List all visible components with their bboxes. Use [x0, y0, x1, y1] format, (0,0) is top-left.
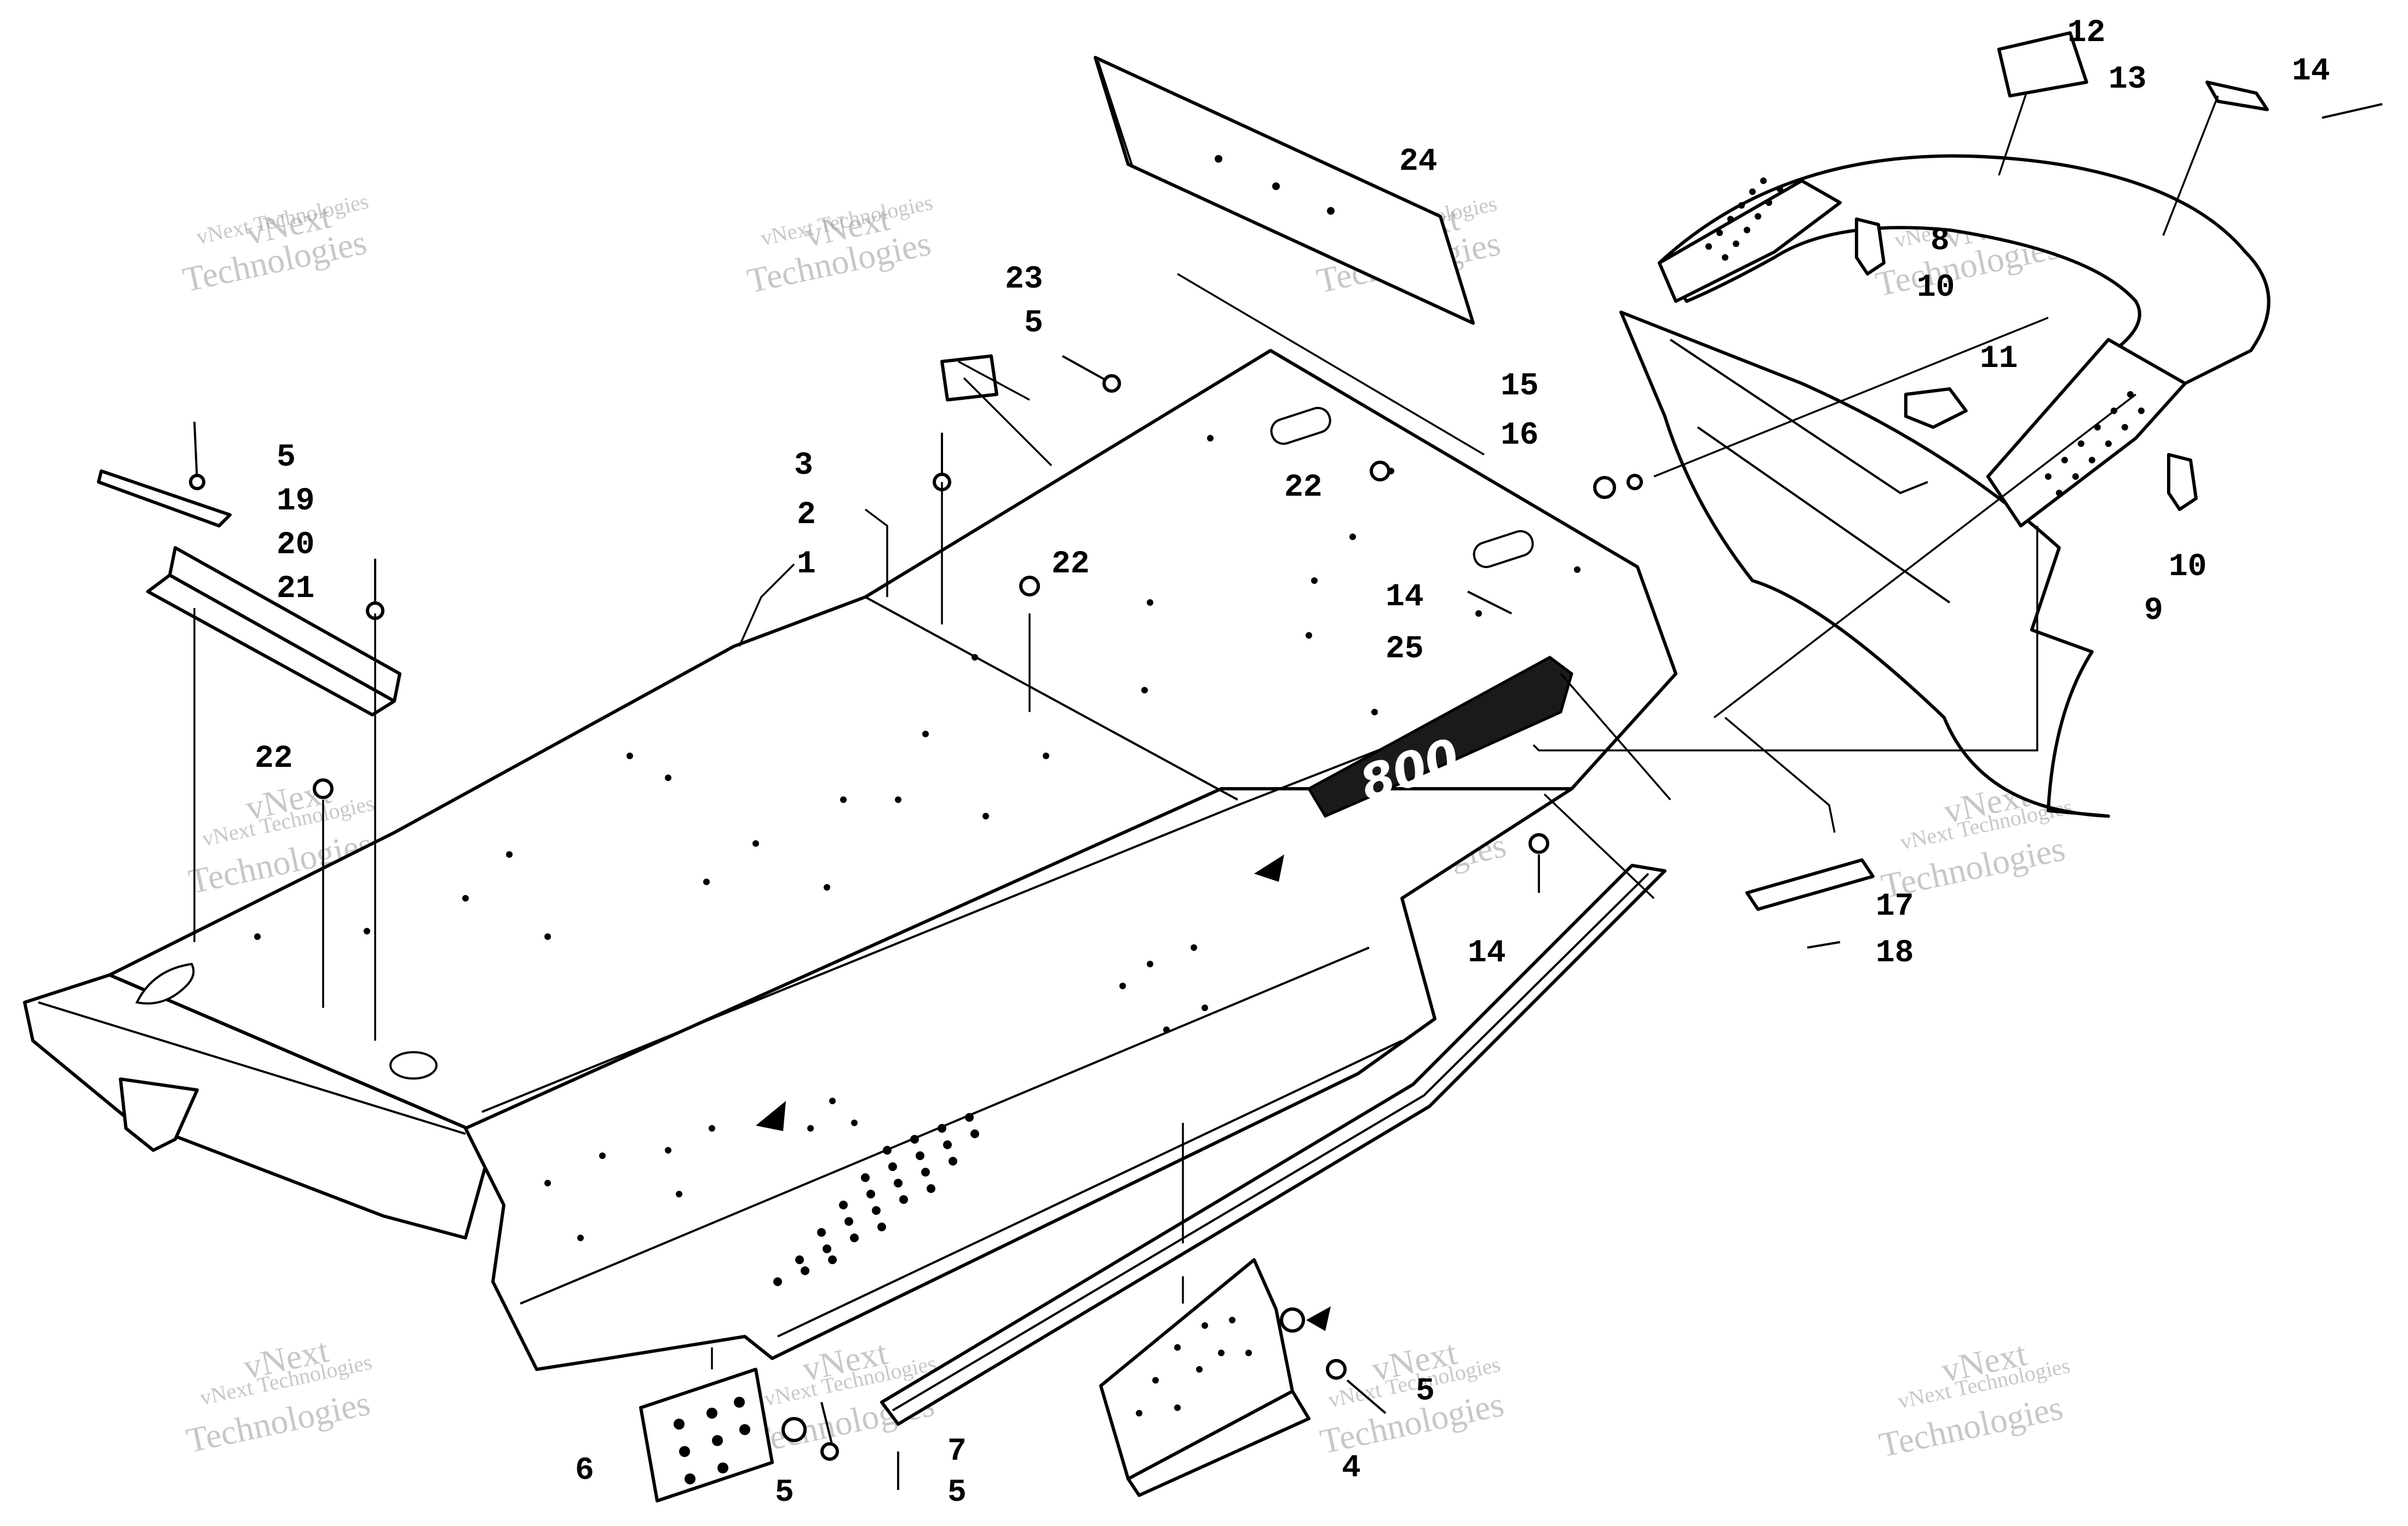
callout-20: 20 — [277, 527, 315, 563]
callout-12: 12 — [2067, 15, 2106, 51]
callout-10a: 10 — [1917, 270, 1955, 306]
leader-lines — [193, 93, 2219, 1369]
callout-6: 6 — [575, 1453, 594, 1489]
callout-15: 15 — [1501, 369, 1539, 404]
callout-5e: 5 — [947, 1475, 967, 1511]
callout-4: 4 — [1342, 1450, 1361, 1486]
callout-14a: 14 — [2292, 54, 2330, 89]
callout-1: 1 — [797, 547, 816, 582]
part-17-reflector — [1745, 858, 1875, 911]
callout-22c: 22 — [1284, 470, 1323, 506]
callout-5b: 5 — [1024, 306, 1043, 341]
part-6-plate — [639, 1368, 774, 1502]
callout-25: 25 — [1386, 632, 1424, 667]
part-9-rear-panel — [1619, 311, 2110, 818]
callout-10b: 10 — [2169, 549, 2207, 585]
callout-23: 23 — [1005, 262, 1043, 297]
callout-5d: 5 — [775, 1475, 794, 1511]
part-4-bracket — [1099, 1258, 1311, 1497]
callout-labels: 1 2 3 4 5 5 5 5 5 6 7 8 9 10 10 11 12 13… — [255, 15, 2330, 1511]
part-10-clip — [1855, 217, 1886, 276]
part-19-bracket — [97, 469, 232, 527]
callout-19: 19 — [277, 484, 315, 519]
callout-3: 3 — [794, 448, 813, 484]
callout-2: 2 — [797, 497, 816, 533]
part-8-bumper — [1658, 154, 2271, 527]
part-23-patch — [940, 354, 998, 401]
callout-14c: 14 — [1468, 936, 1506, 971]
callout-21: 21 — [277, 571, 315, 607]
part-13-label — [2205, 81, 2269, 111]
callout-5a: 5 — [277, 440, 296, 475]
callout-18: 18 — [1876, 936, 1914, 971]
callout-16: 16 — [1501, 418, 1539, 454]
part-10-clip — [2167, 453, 2198, 511]
callout-8: 8 — [1930, 223, 1950, 259]
part-21-channel — [146, 573, 396, 716]
part-1-tunnel — [23, 349, 1677, 1371]
part-18-screw — [1807, 941, 1841, 949]
callout-22a: 22 — [255, 741, 293, 777]
callout-17: 17 — [1876, 889, 1914, 925]
part-16-washer — [1627, 474, 1643, 490]
callout-22b: 22 — [1051, 547, 1090, 582]
callout-24: 24 — [1399, 144, 1438, 180]
part-11-nut — [1904, 387, 1968, 429]
part-24-snow-flap — [1094, 56, 1485, 456]
fasteners — [189, 103, 2383, 1490]
callout-7: 7 — [947, 1434, 967, 1470]
callout-11: 11 — [1980, 341, 2018, 377]
part-12-label — [1997, 31, 2088, 97]
part-15-nut — [1593, 476, 1616, 499]
part-21-channel-flange — [168, 546, 401, 703]
callout-14b: 14 — [1386, 580, 1424, 615]
callout-13: 13 — [2108, 62, 2147, 97]
part-7-running-board — [880, 864, 1666, 1426]
callout-9: 9 — [2144, 593, 2163, 629]
callout-5c: 5 — [1416, 1374, 1435, 1409]
